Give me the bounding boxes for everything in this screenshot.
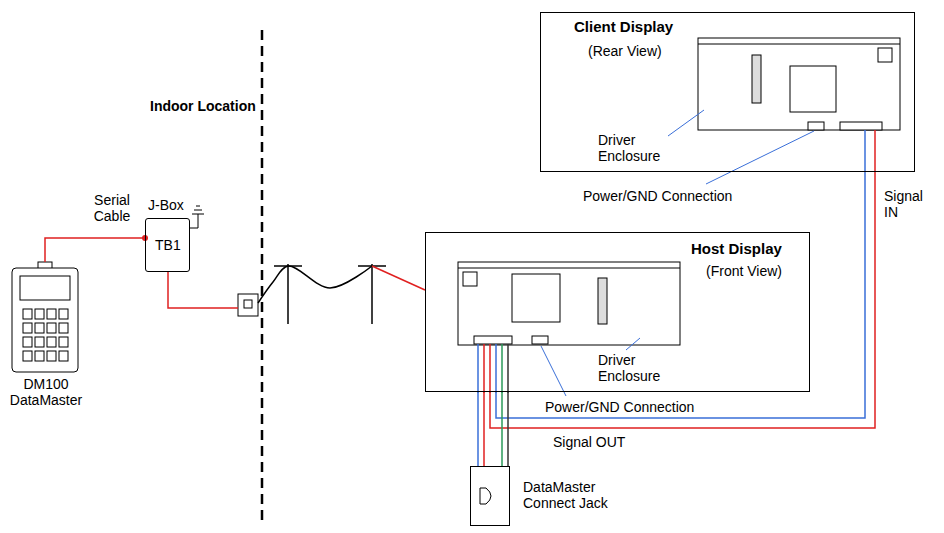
ground-bar (192, 214, 204, 215)
board (698, 38, 900, 130)
chip (512, 274, 560, 322)
callout-label: Signal IN (884, 188, 932, 220)
datamaster-device (12, 262, 78, 372)
wire (258, 266, 372, 303)
board-bar (752, 55, 761, 103)
power-connector (532, 336, 548, 344)
node-title: DataMaster Connect Jack (523, 479, 615, 511)
board-edge (698, 44, 900, 45)
wire (477, 344, 479, 393)
pole (287, 264, 289, 324)
wire (477, 392, 479, 466)
signal-connector (840, 122, 882, 130)
jack-symbol (480, 488, 491, 504)
node-subtitle: (Front View) (706, 263, 782, 279)
wire (45, 238, 145, 262)
signal-connector (474, 336, 512, 344)
node-title: Host Display (691, 241, 782, 257)
wire (372, 266, 425, 290)
plate-socket (244, 300, 252, 308)
callout-label: Indoor Location (150, 98, 256, 114)
display-housing: Client Display (Rear View) (540, 12, 915, 172)
connect-jack: DataMaster Connect Jack (470, 466, 510, 526)
leader-lines (541, 110, 814, 396)
junction-box: J-BoxTB1 (145, 218, 190, 272)
cable-label: Serial Cable (86, 192, 138, 224)
wire (864, 130, 866, 172)
callout-label: Signal OUT (553, 434, 625, 450)
node-title: DM100 DataMaster (2, 376, 90, 408)
host-driver-board (458, 262, 680, 345)
node-title: Client Display (574, 19, 673, 35)
wire (489, 344, 491, 393)
pole (371, 264, 373, 324)
cable (168, 266, 425, 308)
power-connector (808, 122, 824, 130)
small-part (463, 272, 477, 286)
board-bar (598, 278, 607, 324)
wire (168, 272, 238, 308)
cable (490, 172, 875, 428)
boundary-line (261, 30, 264, 522)
cable (478, 392, 508, 466)
cable (45, 235, 148, 262)
ground-bar (194, 210, 202, 211)
ground-wire (190, 214, 198, 228)
wire (507, 392, 509, 466)
ground-symbol (190, 206, 204, 228)
keypad (22, 308, 70, 364)
leader-line (668, 110, 704, 136)
device-screen (20, 276, 70, 300)
wire (507, 344, 509, 393)
chip (790, 66, 836, 112)
node-title: J-Box (148, 197, 184, 213)
plate (238, 294, 258, 316)
board-edge (458, 268, 680, 269)
callout-label: Power/GND Connection (545, 399, 694, 415)
leader-line (541, 346, 566, 396)
node-subtitle: TB1 (155, 237, 181, 253)
wire (501, 392, 503, 466)
client-driver-board (698, 38, 900, 130)
wire (874, 130, 876, 172)
handheld-device: DM100 DataMaster (2, 262, 90, 410)
board (458, 262, 680, 345)
callout-label: Driver Enclosure (598, 132, 680, 164)
leader-line (626, 338, 640, 350)
leader-line (706, 131, 814, 184)
wire (483, 344, 485, 393)
client-wires (865, 130, 875, 172)
ground-bar (196, 206, 200, 207)
wire (490, 172, 875, 428)
wall-plate (238, 294, 258, 316)
node-subtitle: (Rear View) (588, 43, 662, 59)
wire (483, 392, 485, 466)
host-wires (478, 344, 508, 393)
wire (501, 344, 503, 393)
small-part (878, 48, 892, 62)
utility-poles (274, 264, 386, 324)
device-body (12, 268, 78, 372)
wire (495, 344, 497, 393)
callout-label: Driver Enclosure (598, 352, 680, 384)
callout-label: Power/GND Connection (583, 188, 732, 204)
